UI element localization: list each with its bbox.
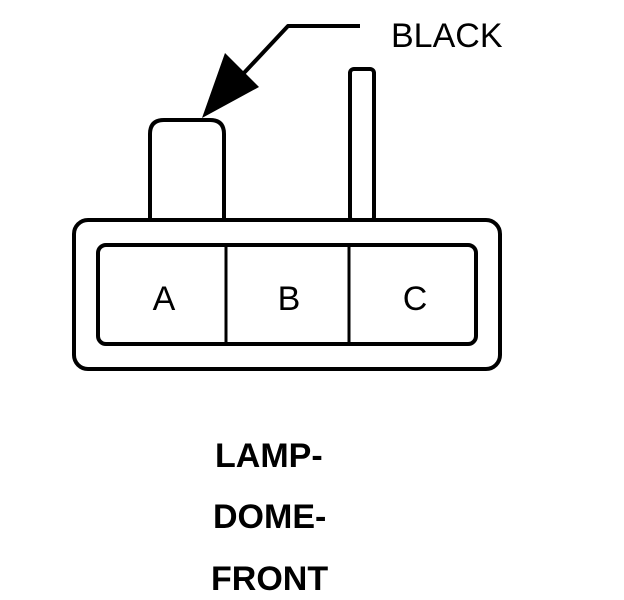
connector-latch (148, 118, 226, 220)
callout-leader (202, 24, 360, 118)
title-line-lamp: LAMP- (215, 437, 323, 475)
cavity-label-a: A (153, 280, 176, 318)
connector-key-post (348, 67, 376, 223)
leader-line (241, 24, 360, 76)
leader-arrowhead (202, 53, 259, 118)
cavity-frame (96, 243, 478, 346)
title-line-front: FRONT (211, 560, 328, 598)
cavity-label-b: B (278, 280, 301, 318)
cavity-label-c: C (403, 280, 428, 318)
callout-label-black: BLACK (391, 17, 503, 55)
title-line-dome: DOME- (213, 498, 326, 536)
